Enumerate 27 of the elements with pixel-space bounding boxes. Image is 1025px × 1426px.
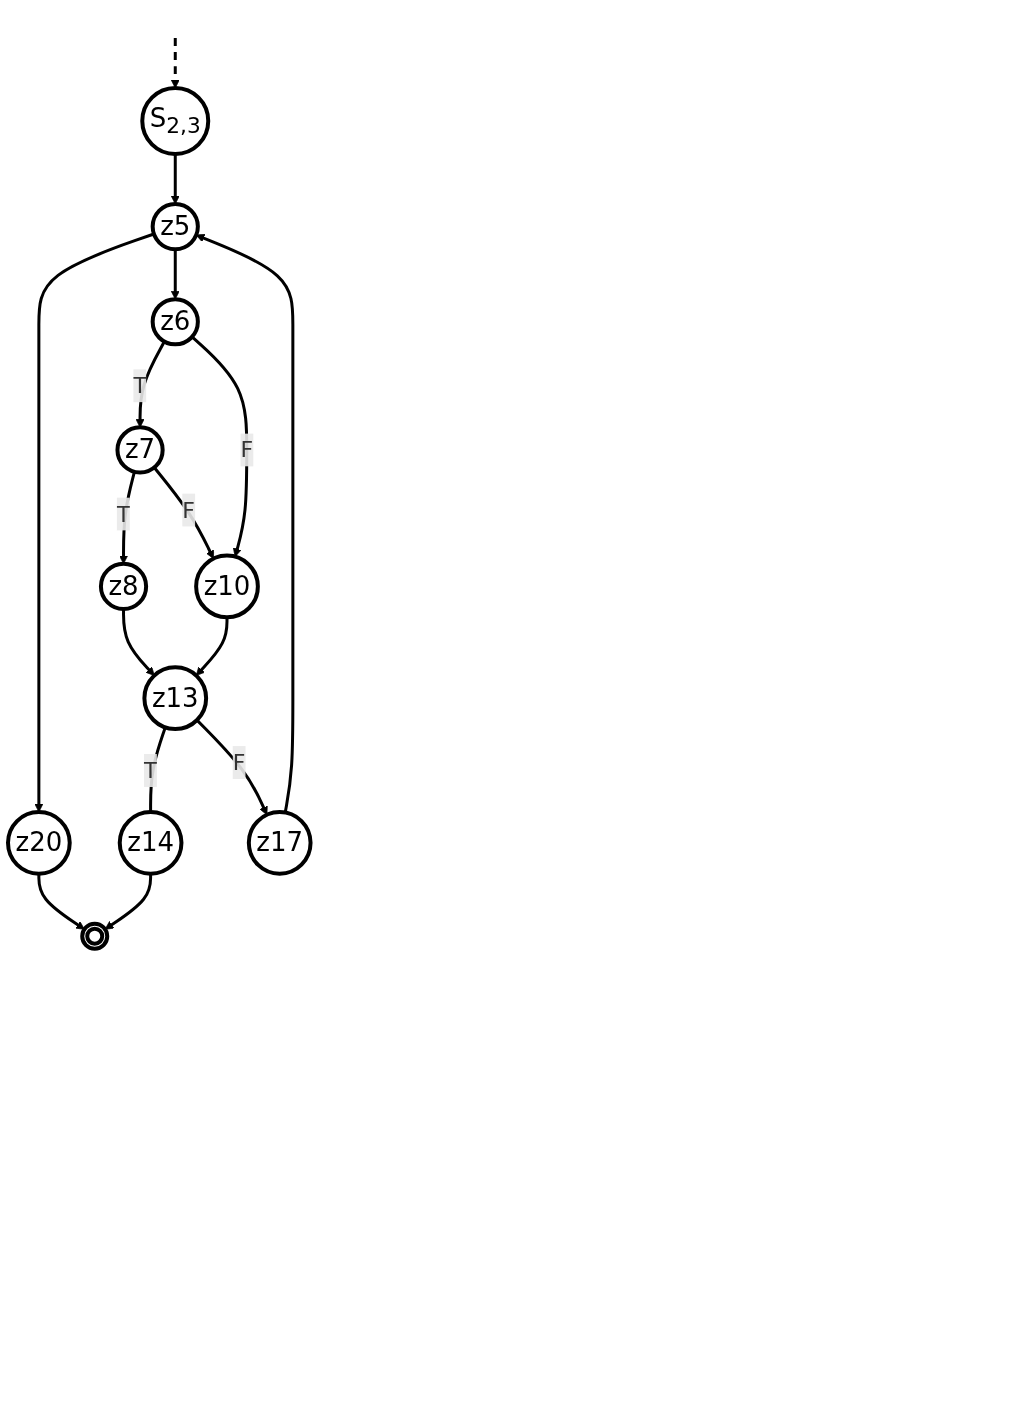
arrow (122, 609, 155, 676)
node-circle: z13 (142, 665, 209, 731)
arrow (195, 719, 268, 816)
node-circle (80, 921, 110, 951)
edge-label: F (182, 497, 195, 523)
edge-label: T (133, 373, 147, 399)
node-circle: z17 (246, 810, 313, 876)
arrow (34, 232, 155, 813)
edge-label: T (143, 758, 158, 784)
edge-label: T (116, 501, 131, 527)
arrow (195, 617, 229, 676)
node-circle: z8 (98, 561, 149, 611)
edge-label: F (240, 437, 254, 463)
node-circle: z20 (6, 810, 72, 876)
edge-label: F (232, 750, 246, 776)
arrow (170, 249, 180, 300)
arrow (170, 153, 180, 205)
arrow (37, 873, 85, 930)
arrow (153, 466, 214, 560)
node-circle: z7 (115, 425, 165, 475)
node-circle: z5 (150, 201, 200, 252)
node-circle: z14 (117, 810, 184, 876)
node-circle: z6 (150, 297, 200, 347)
node-circle: z10 (194, 553, 260, 620)
arrow (170, 38, 180, 89)
arrow (104, 873, 153, 930)
node-circle: S$_{2,3}$ (140, 86, 211, 156)
